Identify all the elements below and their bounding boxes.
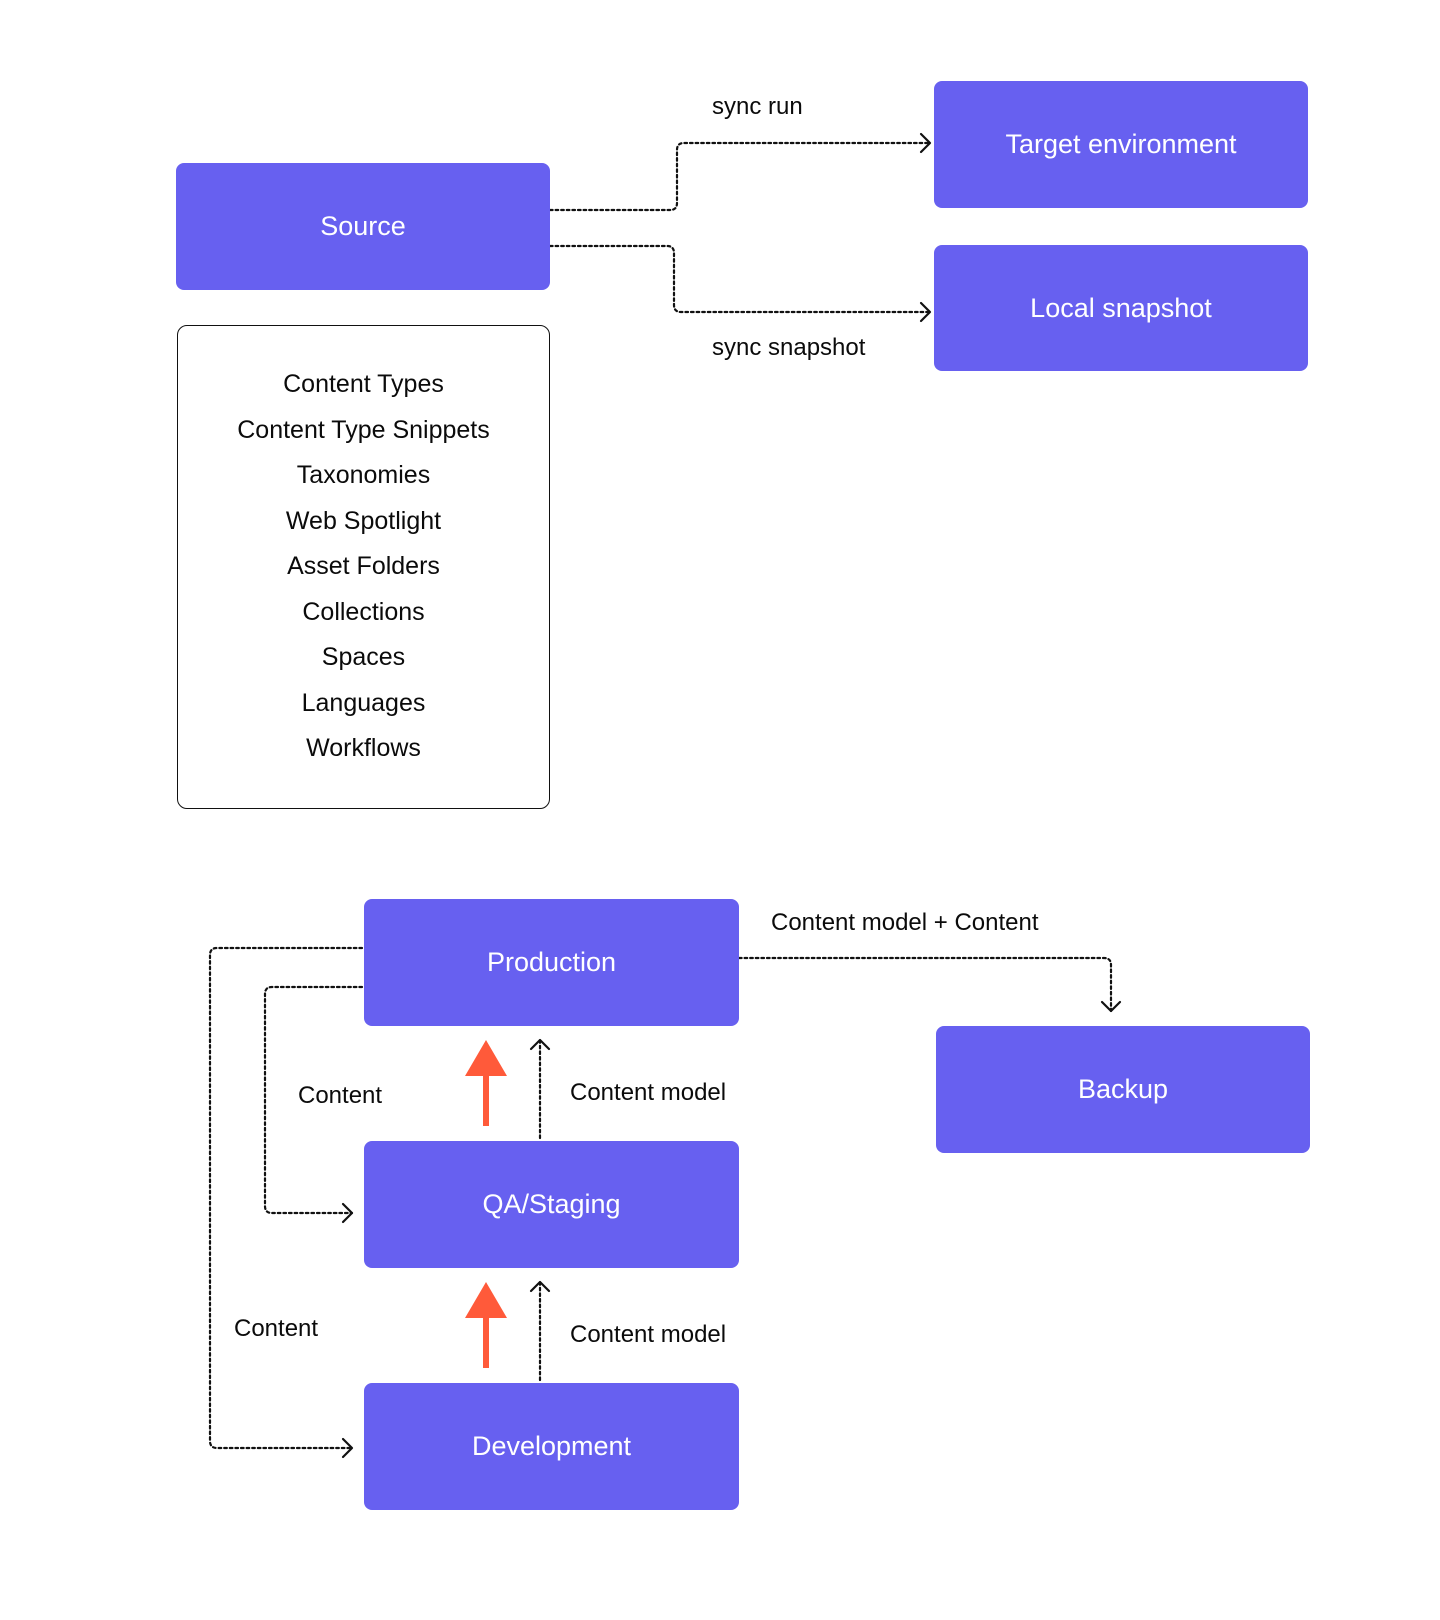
edge-production-to-backup [737, 956, 1113, 1013]
arrowhead-snapshot [919, 301, 932, 323]
source-node-label: Source [320, 211, 406, 241]
local-snapshot-node-label: Local snapshot [1030, 292, 1212, 323]
local-snapshot-node: Local snapshot [934, 245, 1308, 371]
arrowhead-target [919, 132, 932, 154]
development-node-label: Development [471, 1431, 632, 1461]
promotion-arrow-dev-to-qa [465, 1282, 507, 1368]
backup-node-label: Backup [1077, 1074, 1169, 1104]
source-contents-item: Asset Folders [287, 552, 440, 581]
production-node: Production [364, 899, 739, 1026]
source-contents-item: Content Type Snippets [237, 415, 490, 444]
target-environment-node-label: Target environment [1005, 129, 1237, 159]
source-contents-item: Spaces [321, 643, 406, 672]
arrowhead-production-model [529, 1038, 551, 1051]
edge-label-content-model-qa-to-production: Content model [570, 1079, 727, 1106]
edge-label-content-to-qa: Content [298, 1082, 383, 1109]
edge-label-content-to-development: Content [234, 1315, 319, 1342]
backup-node: Backup [936, 1026, 1310, 1153]
source-node: Source [176, 163, 550, 290]
edge-label-content-model-plus-content: Content model + Content [771, 909, 1039, 936]
arrowhead-dev-content [341, 1437, 354, 1459]
source-contents-item: Workflows [306, 734, 421, 763]
source-contents-item: Content Types [283, 370, 444, 399]
promotion-arrow-qa-to-production [465, 1040, 507, 1126]
qa-staging-node-label: QA/Staging [482, 1189, 621, 1219]
edge-label-sync-snapshot: sync snapshot [712, 334, 866, 361]
edge-production-to-dev-content [208, 946, 364, 1450]
source-contents-item: Languages [301, 688, 426, 717]
source-contents-box: Content Types Content Type Snippets Taxo… [177, 325, 550, 809]
arrowhead-qa-model [529, 1280, 551, 1293]
target-environment-node: Target environment [934, 81, 1308, 208]
development-node: Development [364, 1383, 739, 1510]
qa-staging-node: QA/Staging [364, 1141, 739, 1268]
edge-label-content-model-dev-to-qa: Content model [570, 1321, 727, 1348]
edge-source-to-target [548, 141, 932, 212]
production-node-label: Production [486, 947, 617, 977]
edge-label-sync-run: sync run [712, 93, 803, 120]
source-contents-item: Taxonomies [296, 461, 431, 490]
source-contents-item: Web Spotlight [285, 506, 442, 535]
source-contents-item: Collections [302, 597, 425, 626]
edge-source-to-snapshot [548, 244, 932, 314]
arrowhead-backup [1100, 1000, 1122, 1013]
arrowhead-qa-content [341, 1202, 354, 1224]
